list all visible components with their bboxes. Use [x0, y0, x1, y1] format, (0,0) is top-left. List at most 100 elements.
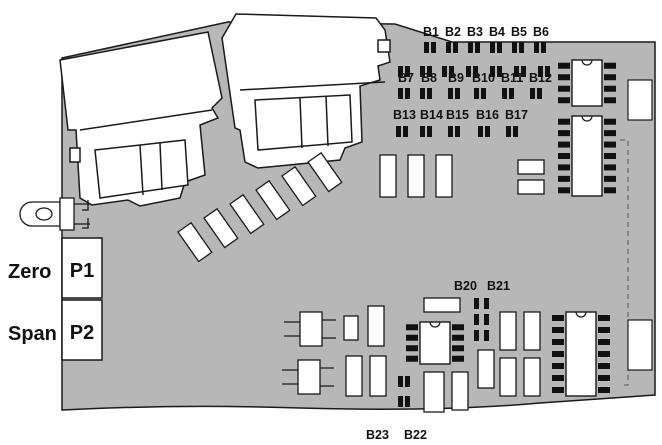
- jumper-pad-b16: [485, 126, 490, 137]
- jumper-pad-b3: [468, 42, 473, 53]
- jumper-pad-row2-1: [420, 66, 425, 77]
- label-b23: B23: [366, 428, 389, 442]
- resistor-row-diagonal: [177, 151, 343, 263]
- jumper-pad-b15: [455, 126, 460, 137]
- jumper-pad-b5: [519, 42, 524, 53]
- label-b6: B6: [533, 25, 549, 39]
- jumper-pad-b22: [398, 396, 403, 407]
- jumper-pad-b15: [448, 126, 453, 137]
- ic-chip-icon: [406, 321, 464, 365]
- zero-label: Zero: [8, 261, 51, 283]
- jumper-pad-row2-1: [427, 66, 432, 77]
- resistor-group-lower: [343, 297, 541, 413]
- jumper-pad-row2-3: [466, 66, 471, 77]
- jumper-pad-b17: [513, 126, 518, 137]
- span-label: Span: [8, 323, 57, 345]
- jumper-pad-row2-6: [545, 66, 550, 77]
- jumper-pad-b23: [398, 376, 403, 387]
- jumper-pad-b11: [509, 88, 514, 99]
- label-b7: B7: [398, 71, 414, 85]
- jumper-pad-row2-6: [538, 66, 543, 77]
- jumper-pad-b2: [446, 42, 451, 53]
- jumper-pad-b22: [405, 396, 410, 407]
- jumper-pad-b9: [455, 88, 460, 99]
- jumper-pad-b12: [537, 88, 542, 99]
- jumper-pad-b13: [403, 126, 408, 137]
- jumper-pad-b21: [484, 330, 489, 341]
- label-b8: B8: [421, 71, 437, 85]
- edge-connector: [627, 79, 653, 121]
- jumper-pad-icon: [396, 42, 550, 407]
- jumper-pad-b4: [490, 42, 495, 53]
- jumper-pad-b20: [474, 298, 479, 309]
- jumper-pad-b12: [530, 88, 535, 99]
- jumper-pad-b21: [484, 314, 489, 325]
- label-b16: B16: [476, 108, 499, 122]
- label-b3: B3: [467, 25, 483, 39]
- label-b14: B14: [420, 108, 443, 122]
- jumper-pad-b14: [427, 126, 432, 137]
- jumper-pad-b14: [420, 126, 425, 137]
- terminal-block-icon: [221, 13, 391, 169]
- jumper-pad-b10: [474, 88, 479, 99]
- label-b15: B15: [446, 108, 469, 122]
- jumper-pad-row2-5: [514, 66, 519, 77]
- label-b22: B22: [404, 428, 427, 442]
- potentiometer-p1: [61, 237, 103, 299]
- jumper-pad-b17: [506, 126, 511, 137]
- label-b10: B10: [472, 71, 495, 85]
- ic-chip-icon: [552, 311, 610, 397]
- board-edge-cutout: [620, 139, 629, 386]
- potentiometer-p2: [61, 299, 103, 361]
- jumper-pad-row2-2: [442, 66, 447, 77]
- transistor-lower: [282, 359, 334, 395]
- edge-connector-lower: [627, 319, 653, 371]
- jumper-pad-b8: [427, 88, 432, 99]
- jumper-pad-b2: [453, 42, 458, 53]
- jumper-pad-b9: [448, 88, 453, 99]
- jumper-pad-b10: [481, 88, 486, 99]
- label-b9: B9: [448, 71, 464, 85]
- jumper-pad-b20: [474, 330, 479, 341]
- jumper-pad-b20: [474, 314, 479, 325]
- jumper-pad-b6: [534, 42, 539, 53]
- terminal-block-icon: [59, 31, 223, 207]
- jumper-pad-b11: [502, 88, 507, 99]
- ic-chip-icon: [558, 59, 616, 107]
- label-b1: B1: [423, 25, 439, 39]
- jumper-pad-b16: [478, 126, 483, 137]
- jumper-labels: B1 B2 B3 B4 B5 B6 B7 B8 B9 B10 B11 B12 B…: [366, 25, 552, 442]
- ic-chip-icon: [558, 115, 616, 197]
- jumper-pad-b3: [475, 42, 480, 53]
- p2-label: P2: [70, 322, 94, 344]
- label-b13: B13: [393, 108, 416, 122]
- label-b4: B4: [489, 25, 505, 39]
- label-b17: B17: [505, 108, 528, 122]
- jumper-pad-b7: [405, 88, 410, 99]
- jumper-pad-b6: [541, 42, 546, 53]
- label-b12: B12: [529, 71, 552, 85]
- p1-label: P1: [70, 260, 94, 282]
- jumper-pad-row2-2: [449, 66, 454, 77]
- jumper-pad-b7: [398, 88, 403, 99]
- label-b20: B20: [454, 279, 477, 293]
- jumper-pad-b1: [424, 42, 429, 53]
- label-b21: B21: [487, 279, 510, 293]
- jumper-pad-row2-4: [497, 66, 502, 77]
- label-b11: B11: [501, 71, 523, 85]
- jumper-pad-b1: [431, 42, 436, 53]
- jumper-pad-b21: [484, 298, 489, 309]
- label-b5: B5: [511, 25, 527, 39]
- jumper-pad-b8: [420, 88, 425, 99]
- led-icon: [19, 197, 90, 231]
- jumper-pad-row2-5: [521, 66, 526, 77]
- jumper-pad-row2-3: [473, 66, 478, 77]
- jumper-pad-b5: [512, 42, 517, 53]
- jumper-pad-row2-4: [490, 66, 495, 77]
- jumper-pad-b13: [396, 126, 401, 137]
- jumper-pad-b4: [497, 42, 502, 53]
- jumper-pad-b23: [405, 376, 410, 387]
- label-b2: B2: [445, 25, 461, 39]
- jumper-pad-row2-0: [398, 66, 403, 77]
